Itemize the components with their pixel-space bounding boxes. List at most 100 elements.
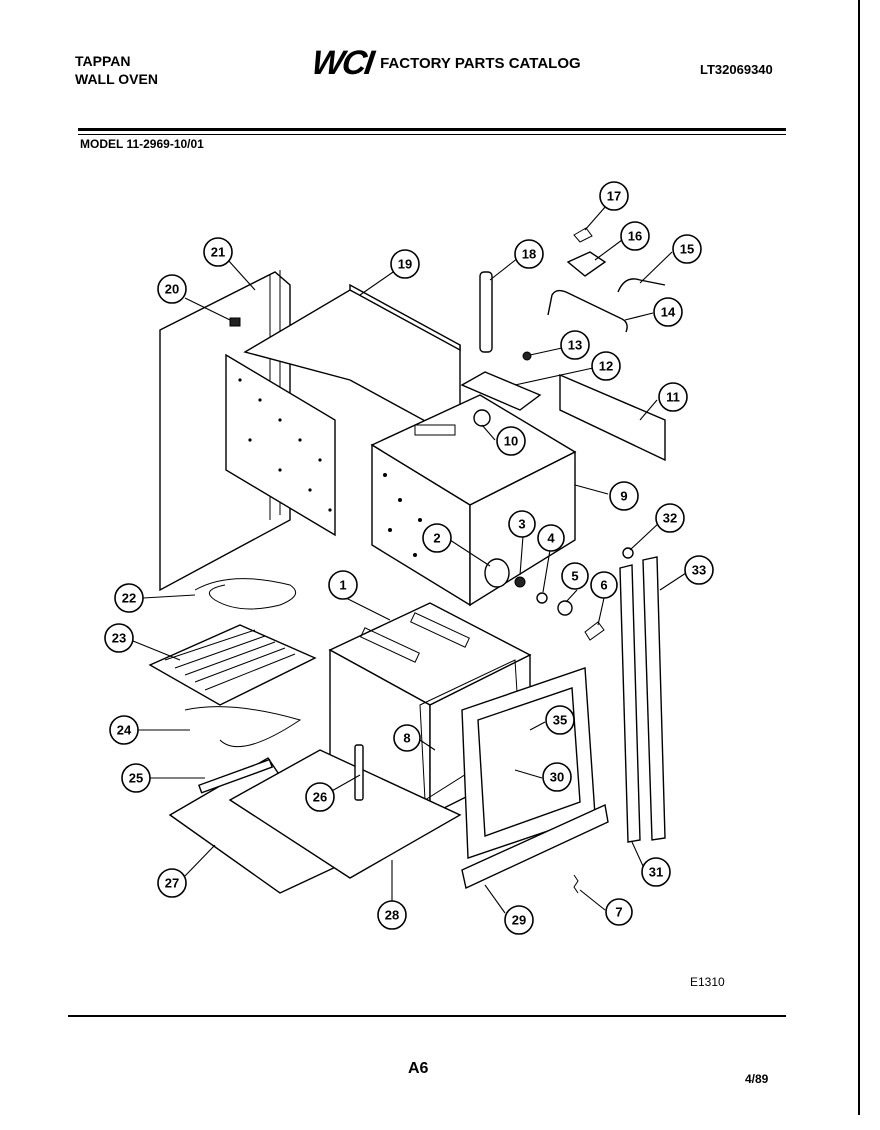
svg-text:12: 12	[599, 359, 613, 374]
callout-35: 35	[545, 705, 575, 735]
nut	[514, 576, 526, 588]
rear-bracket	[559, 373, 666, 462]
bracket-2	[354, 744, 364, 801]
svg-text:7: 7	[615, 905, 622, 920]
callout-16: 16	[620, 221, 650, 251]
header-rule-thick	[78, 128, 786, 131]
bracket	[198, 758, 274, 794]
svg-text:32: 32	[663, 511, 677, 526]
svg-text:9: 9	[620, 489, 627, 504]
callout-30: 30	[542, 762, 572, 792]
svg-text:8: 8	[403, 731, 410, 746]
callout-29: 29	[504, 905, 534, 935]
svg-text:23: 23	[112, 631, 126, 646]
svg-text:11: 11	[666, 390, 680, 405]
callout-10: 10	[496, 426, 526, 456]
screw	[522, 351, 532, 361]
cabinet-wrapper	[225, 283, 461, 537]
svg-text:20: 20	[165, 282, 179, 297]
svg-text:15: 15	[680, 242, 694, 257]
callout-26: 26	[305, 782, 335, 812]
svg-text:30: 30	[550, 770, 564, 785]
control-trim	[461, 803, 609, 890]
product-type: WALL OVEN	[75, 71, 158, 87]
callout-13: 13	[560, 330, 590, 360]
callout-2: 2	[422, 523, 452, 553]
callout-11: 11	[658, 382, 688, 412]
document-number: LT32069340	[700, 62, 773, 77]
svg-text:35: 35	[553, 713, 567, 728]
svg-text:28: 28	[385, 908, 399, 923]
burner-box	[370, 394, 577, 607]
page-number: A6	[408, 1060, 429, 1077]
broil-element	[194, 578, 297, 610]
svg-text:33: 33	[692, 563, 706, 578]
callout-25: 25	[121, 763, 151, 793]
callout-17: 17	[599, 181, 629, 211]
callout-15: 15	[672, 234, 702, 264]
svg-text:26: 26	[313, 790, 327, 805]
callout-27: 27	[157, 868, 187, 898]
bake-element	[184, 706, 302, 748]
callout-28: 28	[377, 900, 407, 930]
callout-18: 18	[514, 239, 544, 269]
callout-21: 21	[203, 237, 233, 267]
figure-code: E1310	[690, 975, 725, 989]
svg-text:1: 1	[339, 578, 346, 593]
side-trim-left	[619, 564, 641, 843]
callout-33: 33	[684, 555, 714, 585]
callout-5: 5	[561, 562, 589, 590]
svg-text:3: 3	[518, 517, 525, 532]
callout-6: 6	[590, 571, 618, 599]
gas-tube	[547, 289, 628, 333]
callout-31: 31	[641, 857, 671, 887]
callout-20: 20	[157, 274, 187, 304]
svg-text:27: 27	[165, 876, 179, 891]
svg-text:24: 24	[117, 723, 132, 738]
brand-label: TAPPAN WALL OVEN	[75, 52, 158, 88]
callout-8: 8	[393, 724, 421, 752]
spring	[573, 874, 579, 894]
svg-text:21: 21	[211, 245, 225, 260]
oven-bottom	[228, 749, 462, 879]
terminal-block	[566, 251, 607, 277]
callout-24: 24	[109, 715, 139, 745]
svg-text:6: 6	[600, 578, 607, 593]
svg-text:19: 19	[398, 257, 412, 272]
footer-rule	[68, 1015, 786, 1017]
svg-text:25: 25	[129, 771, 143, 786]
gas-tube-2	[617, 278, 666, 293]
callout-14: 14	[653, 297, 683, 327]
side-trim-right	[642, 556, 666, 841]
callout-7: 7	[605, 898, 633, 926]
vent-plug	[473, 409, 491, 427]
fitting	[536, 592, 548, 604]
vent-cover	[460, 371, 542, 411]
svg-text:14: 14	[661, 305, 676, 320]
callout-19: 19	[390, 249, 420, 279]
model-number: MODEL 11-2969-10/01	[80, 137, 204, 151]
orifice	[484, 558, 510, 588]
callout-32: 32	[655, 503, 685, 533]
svg-text:17: 17	[607, 189, 621, 204]
callout-22: 22	[114, 583, 144, 613]
spring-clip	[584, 621, 605, 641]
vent-tube	[479, 271, 493, 353]
revision-date: 4/89	[745, 1072, 769, 1086]
clip	[573, 227, 593, 243]
callout-labels: 17 16 15 14 18 13 12 11 19 21 20 10 9 32…	[104, 181, 714, 935]
knob	[557, 600, 573, 616]
callout-9: 9	[609, 481, 639, 511]
callout-12: 12	[591, 351, 621, 381]
svg-text:13: 13	[568, 338, 582, 353]
svg-text:22: 22	[122, 591, 136, 606]
right-border	[858, 0, 860, 1115]
catalog-title: FACTORY PARTS CATALOG	[380, 55, 581, 72]
svg-text:29: 29	[512, 913, 526, 928]
callout-23: 23	[104, 623, 134, 653]
callout-1: 1	[328, 570, 358, 600]
brand-name: TAPPAN	[75, 53, 131, 69]
callout-3: 3	[508, 510, 536, 538]
grommet	[622, 547, 634, 559]
